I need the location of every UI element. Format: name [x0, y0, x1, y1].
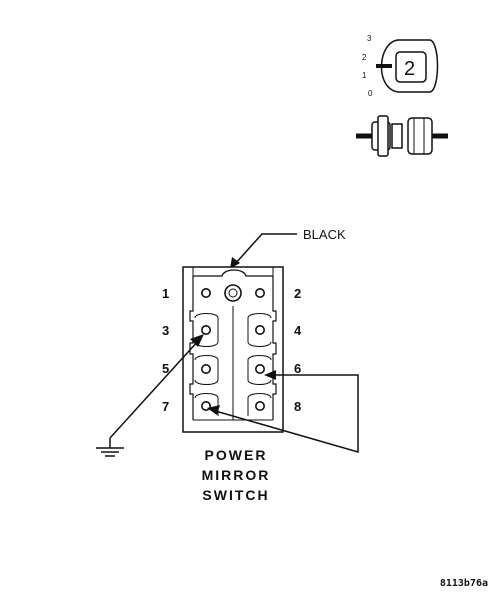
cavity-4	[255, 324, 266, 335]
pin-label-2: 2	[294, 286, 301, 301]
pin-label-6: 6	[294, 361, 301, 376]
position-label-1: 1	[362, 71, 367, 80]
figure-code: 8113b76a	[440, 578, 488, 589]
cavity-8	[255, 400, 266, 411]
connector-color-label: BLACK	[303, 227, 346, 242]
ground-icon	[96, 438, 124, 457]
pin-label-7: 7	[162, 399, 169, 414]
component-title-line3: SWITCH	[202, 487, 269, 503]
pin-label-8: 8	[294, 399, 301, 414]
pin-label-4: 4	[294, 323, 302, 338]
position-label-2: 2	[362, 53, 367, 62]
component-title-line2: MIRROR	[202, 467, 271, 483]
position-label-0: 0	[368, 89, 373, 98]
position-label-3: 3	[367, 34, 372, 43]
color-callout: BLACK	[230, 227, 346, 269]
jumper-lead	[207, 370, 359, 453]
component-title-line1: POWER	[205, 447, 268, 463]
cavity-6	[255, 363, 266, 374]
plug-side-view-icon	[356, 115, 448, 157]
pin-label-3: 3	[162, 323, 169, 338]
cavity-2	[255, 287, 266, 298]
pin-label-5: 5	[162, 361, 169, 376]
connector-position-icon: 3 2 1 0 2	[362, 34, 439, 98]
cavity-5	[201, 363, 212, 374]
pin-label-1: 1	[162, 286, 169, 301]
cavity-1	[201, 287, 212, 298]
latch-hole	[224, 284, 242, 302]
ground-lead	[109, 334, 204, 439]
key-number: 2	[404, 58, 415, 80]
cavity-3	[201, 324, 212, 335]
